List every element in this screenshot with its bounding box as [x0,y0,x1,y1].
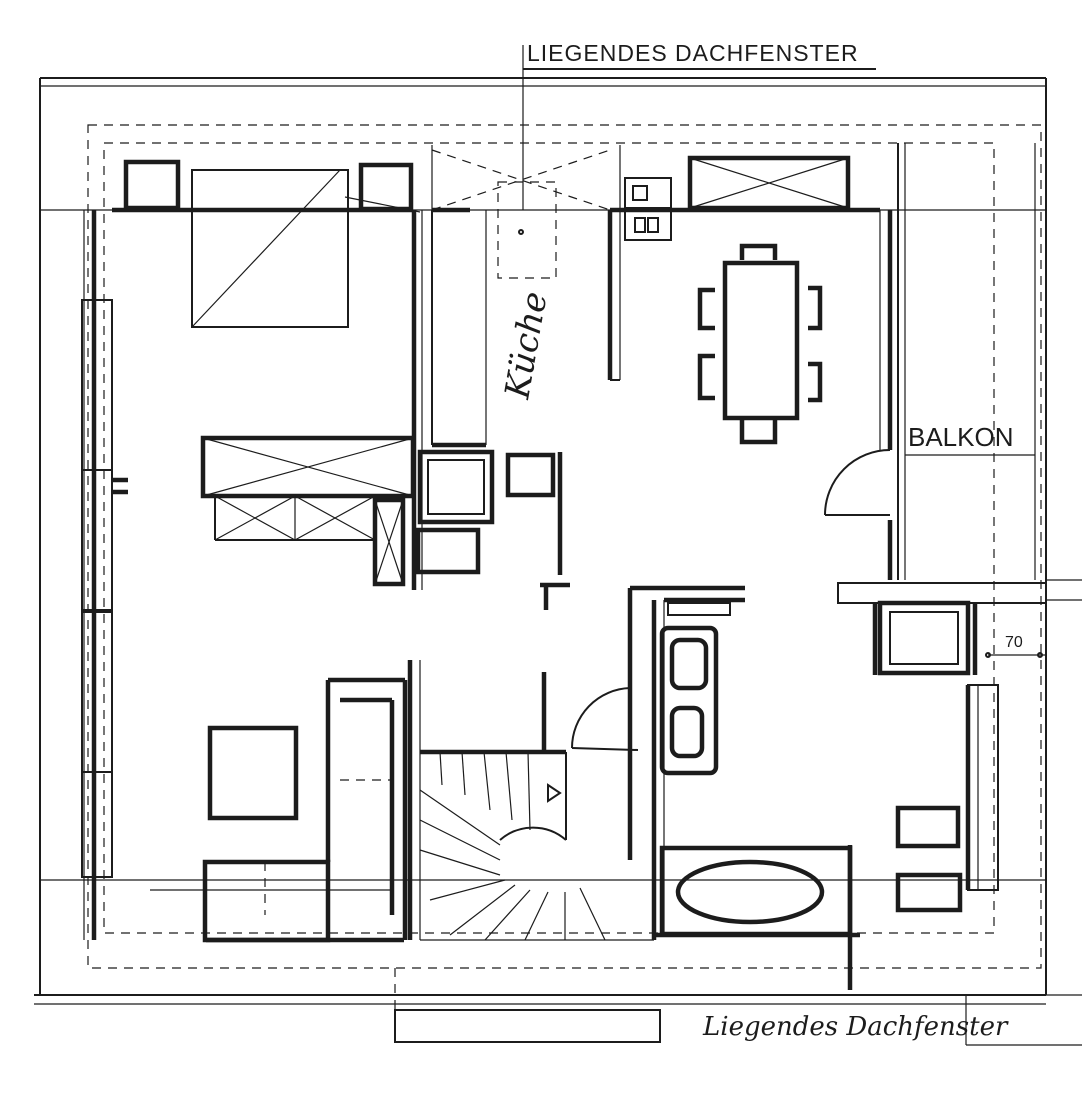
exterior-walls [83,207,893,943]
radiator [667,602,731,616]
sideboard [687,155,851,211]
washbasin-lower [669,705,705,759]
kitchen-island-point [518,229,524,235]
bathtub [659,845,853,937]
bidet [895,805,961,849]
balcony-label: BALKON [908,422,1014,452]
nightstand-right [358,162,414,212]
kitchen-island-dashed [497,181,557,279]
bathroom-door-leaf [571,747,639,751]
sofa [202,677,408,943]
stove [624,177,672,241]
balcony-wall-stub [837,582,1047,675]
armchair [207,725,299,821]
wardrobe [200,435,416,541]
washbasin-upper [669,637,709,691]
roof-window-label-bottom: Liegendes Dachfenster [702,1012,1009,1042]
bottom-bay-window [394,1009,661,1043]
bathroom-door-swing [571,687,631,749]
wc-cistern [877,600,971,676]
shaft-fixture [415,449,570,610]
wc-bowl [889,611,959,665]
balcony-door-swing [824,449,891,516]
toilet [895,872,963,913]
bed-dimension-line [344,196,421,213]
right-window [967,684,999,891]
dining-chairs [697,243,823,445]
left-windows [81,299,128,878]
bathtub-basin [675,859,825,925]
shower-cabinet [659,625,719,776]
closet-block [372,497,406,587]
staircase [407,660,654,941]
kitchen-walls [411,145,621,590]
bed [191,169,349,328]
dimension-tick-right [1037,652,1043,658]
knee-wall-dashed [87,124,1042,1040]
roof-outline [34,77,1082,1046]
roof-window-label-top: LIEGENDES DACHFENSTER [527,40,859,66]
balcony [897,143,1036,580]
bathroom-walls [627,585,979,990]
dimension-tick-left [985,652,991,658]
nightstand-left [123,159,181,211]
kitchen-label: Küche [497,289,555,403]
dimension-label: 70 [1005,634,1023,651]
dining-table [722,260,800,421]
closet-block-cross-b [374,499,404,585]
